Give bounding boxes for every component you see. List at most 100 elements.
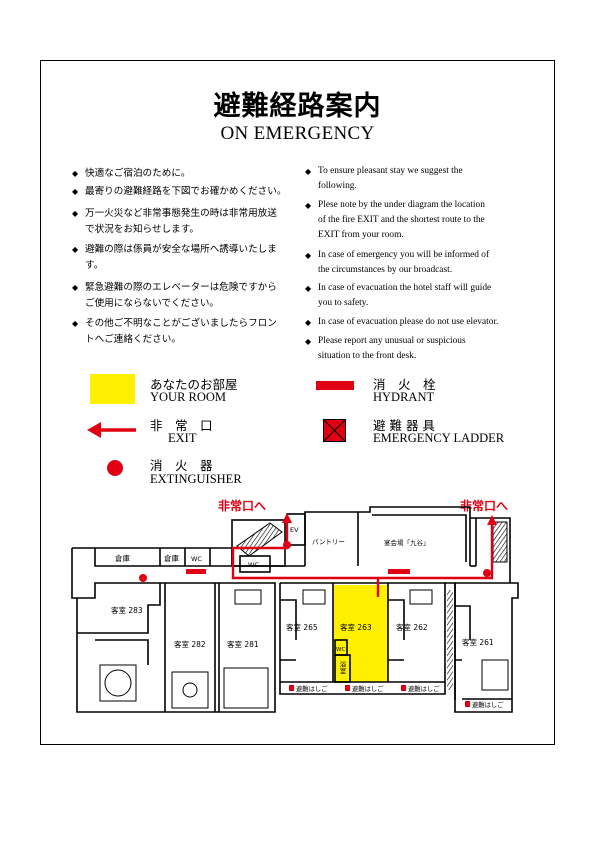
note-en-item: ◆ In case of emergency you will be infor… [305, 248, 489, 278]
page-title: 避難経路案内 [213, 91, 382, 122]
note-en-item: ◆ In case of evacuation please do not us… [305, 315, 498, 330]
note-ja-line: 緊急避難の際のエレベーターは危険ですから [85, 282, 277, 293]
diamond-bullet-icon: ◆ [305, 167, 312, 176]
legend-hydrant-ja: 消 火 栓 [373, 377, 436, 392]
note-ja-line: で状況をお知らせします。 [85, 223, 199, 235]
diamond-bullet-icon: ◆ [72, 169, 79, 178]
note-en-line: In case of evacuation the hotel staff wi… [318, 283, 492, 293]
note-en-line: In case of emergency you will be informe… [318, 250, 490, 260]
legend-your-room-en: YOUR ROOM [150, 390, 227, 404]
note-ja-line: トへご連絡ください。 [85, 333, 181, 345]
note-ja-line: その他ご不明なことがございましたらフロン [85, 318, 277, 329]
diamond-bullet-icon: ◆ [305, 251, 312, 260]
legend-ladder-ja: 避 難 器 具 [373, 418, 435, 433]
room-label-bath: 浴室 [338, 660, 346, 675]
note-en-item: ◆ In case of evacuation the hotel staff … [305, 281, 491, 311]
diamond-bullet-icon: ◆ [305, 318, 312, 327]
red-dot-icon [107, 460, 123, 476]
room-label-282: 客室 282 [174, 639, 206, 649]
diamond-bullet-icon: ◆ [305, 284, 312, 293]
note-ja-line: 最寄りの避難経路を下図でお確かめください。 [85, 186, 287, 197]
note-en-item: ◆ Please report any unusual or suspiciou… [305, 334, 466, 364]
extinguisher-icon [483, 569, 491, 577]
room-label-pantry: パントリー [312, 538, 345, 546]
room-label-storage: 倉庫 [164, 553, 179, 563]
ladder-icon [345, 685, 350, 691]
furniture [99, 589, 509, 709]
legend-extinguisher-ja: 消 火 器 [150, 458, 213, 473]
note-ja-item: ◆ 快適なご宿泊のために。 [72, 166, 191, 182]
exit-direction-left: 非常口へ [218, 499, 267, 513]
note-ja-item: ◆ 緊急避難の際のエレベーターは危険ですから ご使用にならないでください。 [72, 280, 277, 311]
note-en-line: EXIT from your room. [318, 230, 404, 240]
stairs-icon [447, 590, 453, 690]
legend-exit-ja: 非 常 口 [150, 418, 213, 433]
stairs-icon [492, 521, 508, 563]
crossed-box-icon [323, 419, 346, 442]
ladder-label: 避難はしご [408, 684, 440, 693]
diamond-bullet-icon: ◆ [305, 201, 312, 210]
note-en-line: the circumstances by our broadcast. [318, 265, 453, 275]
yellow-square-icon [90, 374, 135, 404]
hydrant-icon [388, 569, 410, 574]
note-ja-line: す。 [85, 259, 104, 271]
room-label-storage: 倉庫 [115, 553, 130, 563]
room-label-265: 客室 265 [286, 622, 318, 632]
diamond-bullet-icon: ◆ [72, 245, 79, 254]
exit-direction-right: 非常口へ [460, 499, 509, 513]
your-room-highlight [334, 585, 388, 682]
diamond-bullet-icon: ◆ [72, 187, 79, 196]
ladder-icon [401, 685, 406, 691]
note-en-item: ◆ Plese note by the under diagram the lo… [305, 198, 485, 243]
arrow-left-icon [87, 422, 136, 438]
red-bar-icon [316, 381, 354, 390]
diamond-bullet-icon: ◆ [72, 319, 79, 328]
ladder-icon [289, 685, 294, 691]
room-label-283: 客室 283 [111, 605, 143, 615]
floor-plan: 倉庫 倉庫 WC WC EV パントリー 宴会場「九谷」 客室 283 客室 2… [71, 506, 519, 713]
note-en-line: following. [318, 181, 357, 191]
extinguisher-icon [283, 541, 291, 549]
note-ja-line: 避難の際は係員が安全な場所へ誘導いたしま [85, 244, 277, 255]
note-ja-item: ◆ 万一火災など非常事態発生の時は非常用放送 で状況をお知らせします。 [72, 206, 277, 237]
note-en-line: In case of evacuation please do not use … [318, 317, 499, 327]
legend-hydrant-en: HYDRANT [373, 390, 435, 404]
arrow-up-icon [487, 515, 497, 525]
note-en-line: Plese note by the under diagram the loca… [318, 200, 485, 210]
notice-border [40, 60, 555, 745]
note-en-line: To ensure pleasant stay we suggest the [318, 166, 463, 176]
hydrant-icon [186, 569, 206, 574]
diamond-bullet-icon: ◆ [305, 337, 312, 346]
note-ja-line: 万一火災など非常事態発生の時は非常用放送 [85, 208, 277, 219]
room-label-wc: WC [248, 561, 259, 569]
note-en-line: you to safety. [318, 298, 369, 308]
extinguisher-icon [139, 574, 147, 582]
room-label-263: 客室 263 [340, 622, 372, 632]
ladder-icon [465, 701, 470, 707]
note-ja-item: ◆ その他ご不明なことがございましたらフロン トへご連絡ください。 [72, 316, 277, 347]
room-label-wc: WC [336, 647, 345, 653]
legend-your-room-ja: あなたのお部屋 [150, 377, 238, 392]
note-en-line: Please report any unusual or suspicious [318, 336, 466, 346]
legend-extinguisher-en: EXTINGUISHER [150, 472, 242, 486]
walls [71, 506, 519, 713]
diamond-bullet-icon: ◆ [72, 209, 79, 218]
note-ja-item: ◆ 避難の際は係員が安全な場所へ誘導いたしま す。 [72, 242, 277, 273]
ladder-label: 避難はしご [296, 684, 328, 693]
ladder-label: 避難はしご [352, 684, 384, 693]
note-ja-line: 快適なご宿泊のために。 [85, 168, 191, 179]
page-subtitle: ON EMERGENCY [220, 123, 375, 144]
room-label-261: 客室 261 [462, 637, 494, 647]
room-label-banquet: 宴会場「九谷」 [384, 538, 430, 547]
note-en-line: of the fire EXIT and the shortest route … [318, 215, 485, 225]
room-label-ev: EV [290, 526, 299, 534]
evacuation-route [231, 522, 494, 597]
diamond-bullet-icon: ◆ [72, 283, 79, 292]
note-ja-item: ◆ 最寄りの避難経路を下図でお確かめください。 [72, 184, 286, 200]
legend-ladder-en: EMERGENCY LADDER [373, 431, 505, 445]
stairs-icon [236, 522, 283, 557]
arrow-up-icon [282, 513, 292, 523]
note-ja-line: ご使用にならないでください。 [85, 297, 220, 309]
room-label-wc: WC [191, 555, 202, 563]
